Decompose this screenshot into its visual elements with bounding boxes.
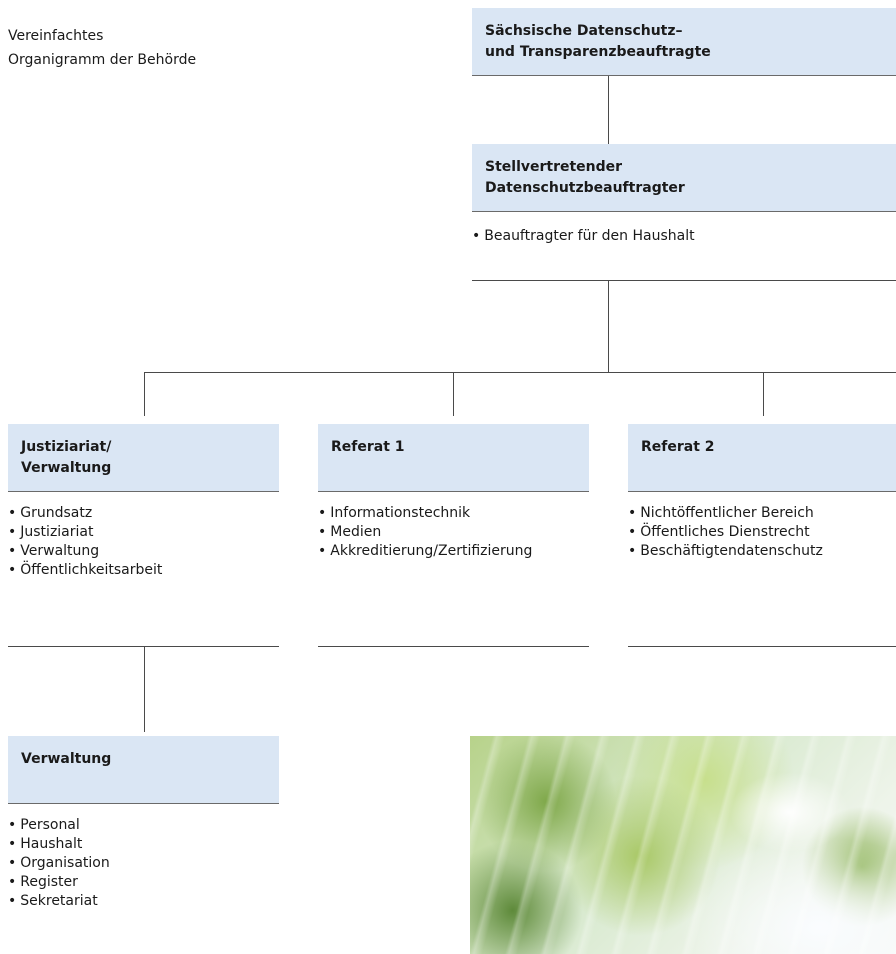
box-referat-2: Referat 2: [628, 424, 896, 492]
verwaltung-duties: Personal Haushalt Organisation Register …: [8, 816, 110, 911]
list-item: Nichtöffentlicher Bereich: [628, 504, 823, 523]
referat-2-footer-line: [628, 646, 896, 647]
box-referat-1-label: Referat 1: [331, 439, 405, 455]
list-item: Justiziariat: [8, 523, 162, 542]
diagram-title-line2: Organigramm der Behörde: [8, 52, 197, 68]
box-justiziariat-line1: Justiziariat/: [21, 439, 112, 455]
branch-line: [144, 372, 896, 373]
connector-deputy-branch: [608, 280, 609, 372]
box-justiziariat-line2: Verwaltung: [21, 460, 112, 476]
box-verwaltung: Verwaltung: [8, 736, 279, 804]
list-item: Sekretariat: [8, 892, 110, 911]
connector-branch-referat2: [763, 372, 764, 416]
list-item: Register: [8, 873, 110, 892]
box-referat-1: Referat 1: [318, 424, 589, 492]
box-datenschutzbeauftragte-line1: Sächsische Datenschutz–: [485, 23, 683, 39]
list-item: Grundsatz: [8, 504, 162, 523]
list-item: Beschäftigtendatenschutz: [628, 542, 823, 561]
diagram-title: Vereinfachtes Organigramm der Behörde: [8, 24, 196, 72]
box-datenschutzbeauftragte: Sächsische Datenschutz– und Transparenzb…: [472, 8, 896, 76]
list-item: Personal: [8, 816, 110, 835]
list-item: Medien: [318, 523, 532, 542]
box-justiziariat: Justiziariat/ Verwaltung: [8, 424, 279, 492]
justiziariat-duties: Grundsatz Justiziariat Verwaltung Öffent…: [8, 504, 162, 580]
box-stellvertreter: Stellvertretender Datenschutzbeauftragte…: [472, 144, 896, 212]
justiziariat-footer-line: [8, 646, 279, 647]
connector-branch-referat1: [453, 372, 454, 416]
box-referat-2-label: Referat 2: [641, 439, 715, 455]
connector-branch-justiziariat: [144, 372, 145, 416]
foliage-photo: [470, 736, 896, 954]
diagram-title-line1: Vereinfachtes: [8, 28, 104, 44]
list-item: Akkreditierung/Zertifizierung: [318, 542, 532, 561]
box-verwaltung-label: Verwaltung: [21, 751, 112, 767]
list-item: Öffentliches Dienstrecht: [628, 523, 823, 542]
referat-1-footer-line: [318, 646, 589, 647]
list-item: Beauftragter für den Haushalt: [472, 227, 694, 246]
list-item: Öffentlichkeitsarbeit: [8, 561, 162, 580]
list-item: Organisation: [8, 854, 109, 873]
list-item: Informationstechnik: [318, 504, 532, 523]
list-item: Haushalt: [8, 835, 110, 854]
box-stellvertreter-line2: Datenschutzbeauftragter: [485, 180, 685, 196]
stellvertreter-footer-line: [472, 280, 896, 281]
box-stellvertreter-line1: Stellvertretender: [485, 159, 623, 175]
referat-2-duties: Nichtöffentlicher Bereich Öffentliches D…: [628, 504, 823, 561]
stellvertreter-duties: Beauftragter für den Haushalt: [472, 227, 694, 246]
referat-1-duties: Informationstechnik Medien Akkreditierun…: [318, 504, 532, 561]
sunlight-rays: [470, 736, 896, 954]
connector-top-deputy: [608, 76, 609, 144]
box-datenschutzbeauftragte-line2: und Transparenzbeauftragte: [485, 44, 711, 60]
list-item: Verwaltung: [8, 542, 162, 561]
connector-justiziariat-verwaltung: [144, 646, 145, 732]
